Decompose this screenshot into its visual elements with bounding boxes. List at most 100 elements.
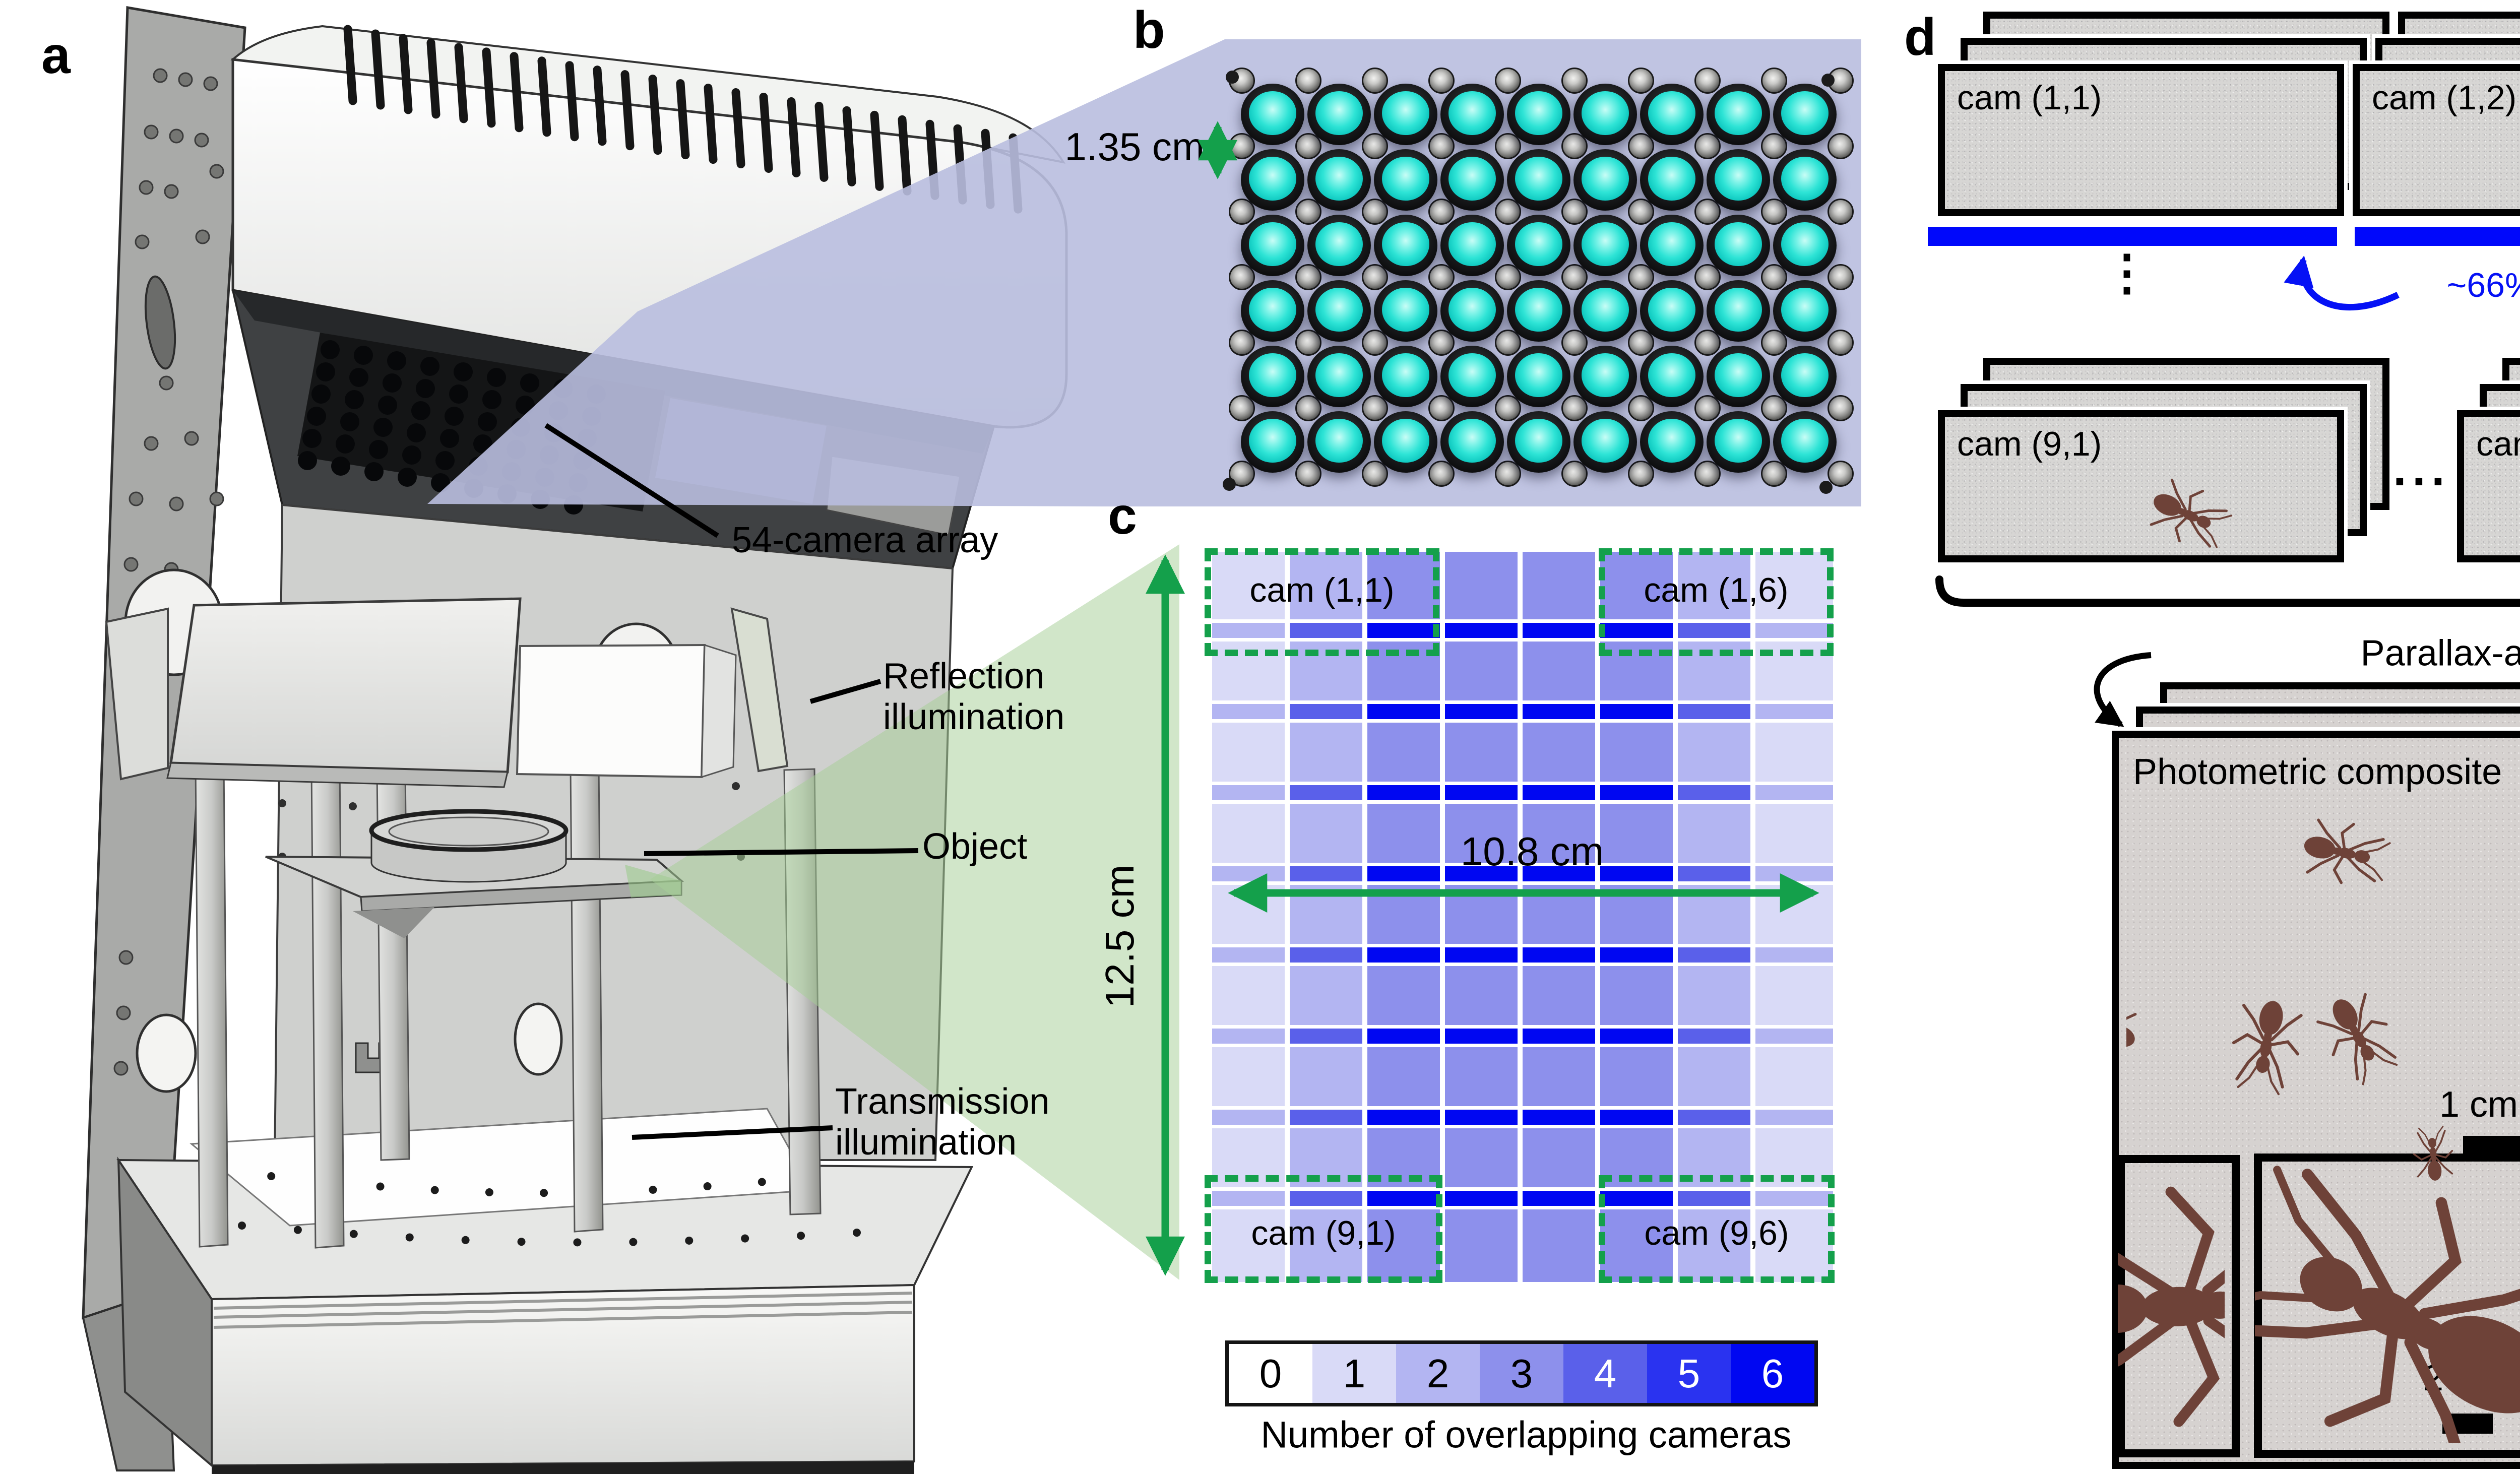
camera-lens [1507, 280, 1570, 342]
lens-iris [1515, 353, 1562, 398]
lens-iris [1781, 418, 1829, 463]
camera-lens [1573, 280, 1637, 342]
lens-screw [1761, 330, 1787, 356]
heatmap-cell [1523, 804, 1600, 863]
heatmap-cell [1523, 700, 1600, 723]
lens-iris [1448, 222, 1496, 267]
array-lens-dot [398, 468, 417, 487]
pegboard-hole [159, 375, 174, 391]
lens-screw [1362, 395, 1388, 421]
base-hole [741, 1234, 749, 1243]
reflection-illumination-hood [105, 597, 737, 788]
heatmap-cell [1755, 944, 1833, 966]
lens-screw [1561, 395, 1588, 421]
heatmap-cell [1445, 1025, 1523, 1047]
composite-front-frame: Photometric composite 1 cm 2 mm [2112, 731, 2520, 1469]
heatmap-cell [1367, 700, 1445, 723]
heatmap-cell [1445, 1209, 1523, 1282]
lens-iris [1448, 287, 1496, 332]
lens-screw [1428, 330, 1455, 356]
label-lens-pitch: 1.35 cm [1064, 124, 1205, 169]
lens-screw [1362, 199, 1388, 225]
heatmap-cell [1755, 885, 1833, 944]
camera-frame-label: cam (1,1) [1957, 79, 2102, 117]
lens-screw [1628, 330, 1654, 356]
lens-screw [1295, 264, 1321, 290]
heatmap-cell [1212, 1025, 1290, 1047]
lens-iris [1781, 156, 1829, 201]
array-lens-dot [340, 412, 359, 431]
array-lens-dot [364, 462, 384, 481]
heatmap-cell [1600, 944, 1678, 966]
pegboard-hole [178, 72, 193, 87]
label-transmission: Transmission illumination [835, 1081, 1049, 1163]
reflection-illumination-arm [730, 607, 789, 773]
lens-iris [1648, 222, 1695, 267]
camera-lens [1440, 280, 1504, 342]
array-lens-dot [411, 401, 430, 420]
heatmap-row [1212, 1106, 1833, 1128]
heatmap-row [1212, 619, 1833, 642]
vent-slot [787, 97, 801, 177]
camera-lens [1440, 215, 1504, 276]
heatmap-cell [1600, 966, 1678, 1025]
camera-lens [1241, 84, 1304, 145]
camera-lens [1307, 215, 1371, 276]
heatmap-cell [1523, 944, 1600, 966]
lens-iris [1648, 156, 1695, 201]
array-corner-dot [1226, 71, 1239, 84]
pegboard-hole [113, 1061, 129, 1076]
heatmap-row [1212, 1209, 1833, 1282]
vent-slot [482, 47, 496, 128]
heatmap-cell [1290, 700, 1367, 723]
composite-inset-scalebar [2442, 1414, 2493, 1434]
label-camera-array: 54-camera array [732, 520, 998, 560]
camera-lens [1507, 149, 1570, 211]
lens-iris [1715, 287, 1762, 332]
camera-lens [1707, 346, 1770, 407]
heatmap-cell [1678, 966, 1755, 1025]
heatmap-cell [1755, 723, 1833, 782]
array-lens-dot [473, 434, 492, 454]
lens-screw [1495, 461, 1521, 487]
heatmap-cell [1678, 782, 1755, 804]
lens-screw [1495, 133, 1521, 159]
heatmap-cell [1290, 723, 1367, 782]
heatmap-cell [1755, 804, 1833, 863]
pegboard-hole [209, 164, 224, 179]
base-hole [685, 1236, 694, 1245]
heatmap-cell [1290, 619, 1367, 642]
lens-iris [1448, 91, 1496, 136]
pegboard-hole [184, 431, 199, 446]
array-lens-dot [407, 423, 426, 442]
lens-screw [1694, 395, 1721, 421]
vent-slot [510, 52, 524, 133]
lens-iris [1382, 418, 1429, 463]
camera-lens [1307, 84, 1371, 145]
heatmap-cell [1600, 863, 1678, 885]
base-hole [573, 1238, 582, 1247]
lens-screw [1761, 461, 1787, 487]
heatmap-cell [1445, 885, 1523, 944]
camera-lens [1773, 346, 1837, 407]
heatmap-cell [1600, 700, 1678, 723]
pegboard-hole [116, 1005, 131, 1020]
camera-lens [1374, 84, 1437, 145]
heatmap-cell [1367, 944, 1445, 966]
overlap-heatmap [1212, 552, 1833, 1283]
vent-slot [898, 115, 912, 196]
camera-frame-front: cam (9,5) [2457, 410, 2520, 562]
camera-lens [1241, 346, 1304, 407]
heatmap-cell [1212, 723, 1290, 782]
lens-iris [1648, 418, 1695, 463]
array-lens-dot [302, 429, 322, 448]
heatmap-cell [1212, 1209, 1290, 1282]
pegboard-hole [203, 76, 218, 91]
camera-lens [1640, 149, 1704, 211]
array-lens-dot [487, 368, 506, 387]
vent-slot [814, 101, 829, 182]
lens-screw [1495, 68, 1521, 94]
camera-lens [1374, 280, 1437, 342]
heatmap-cell [1523, 1106, 1600, 1128]
lens-screw [1295, 395, 1321, 421]
